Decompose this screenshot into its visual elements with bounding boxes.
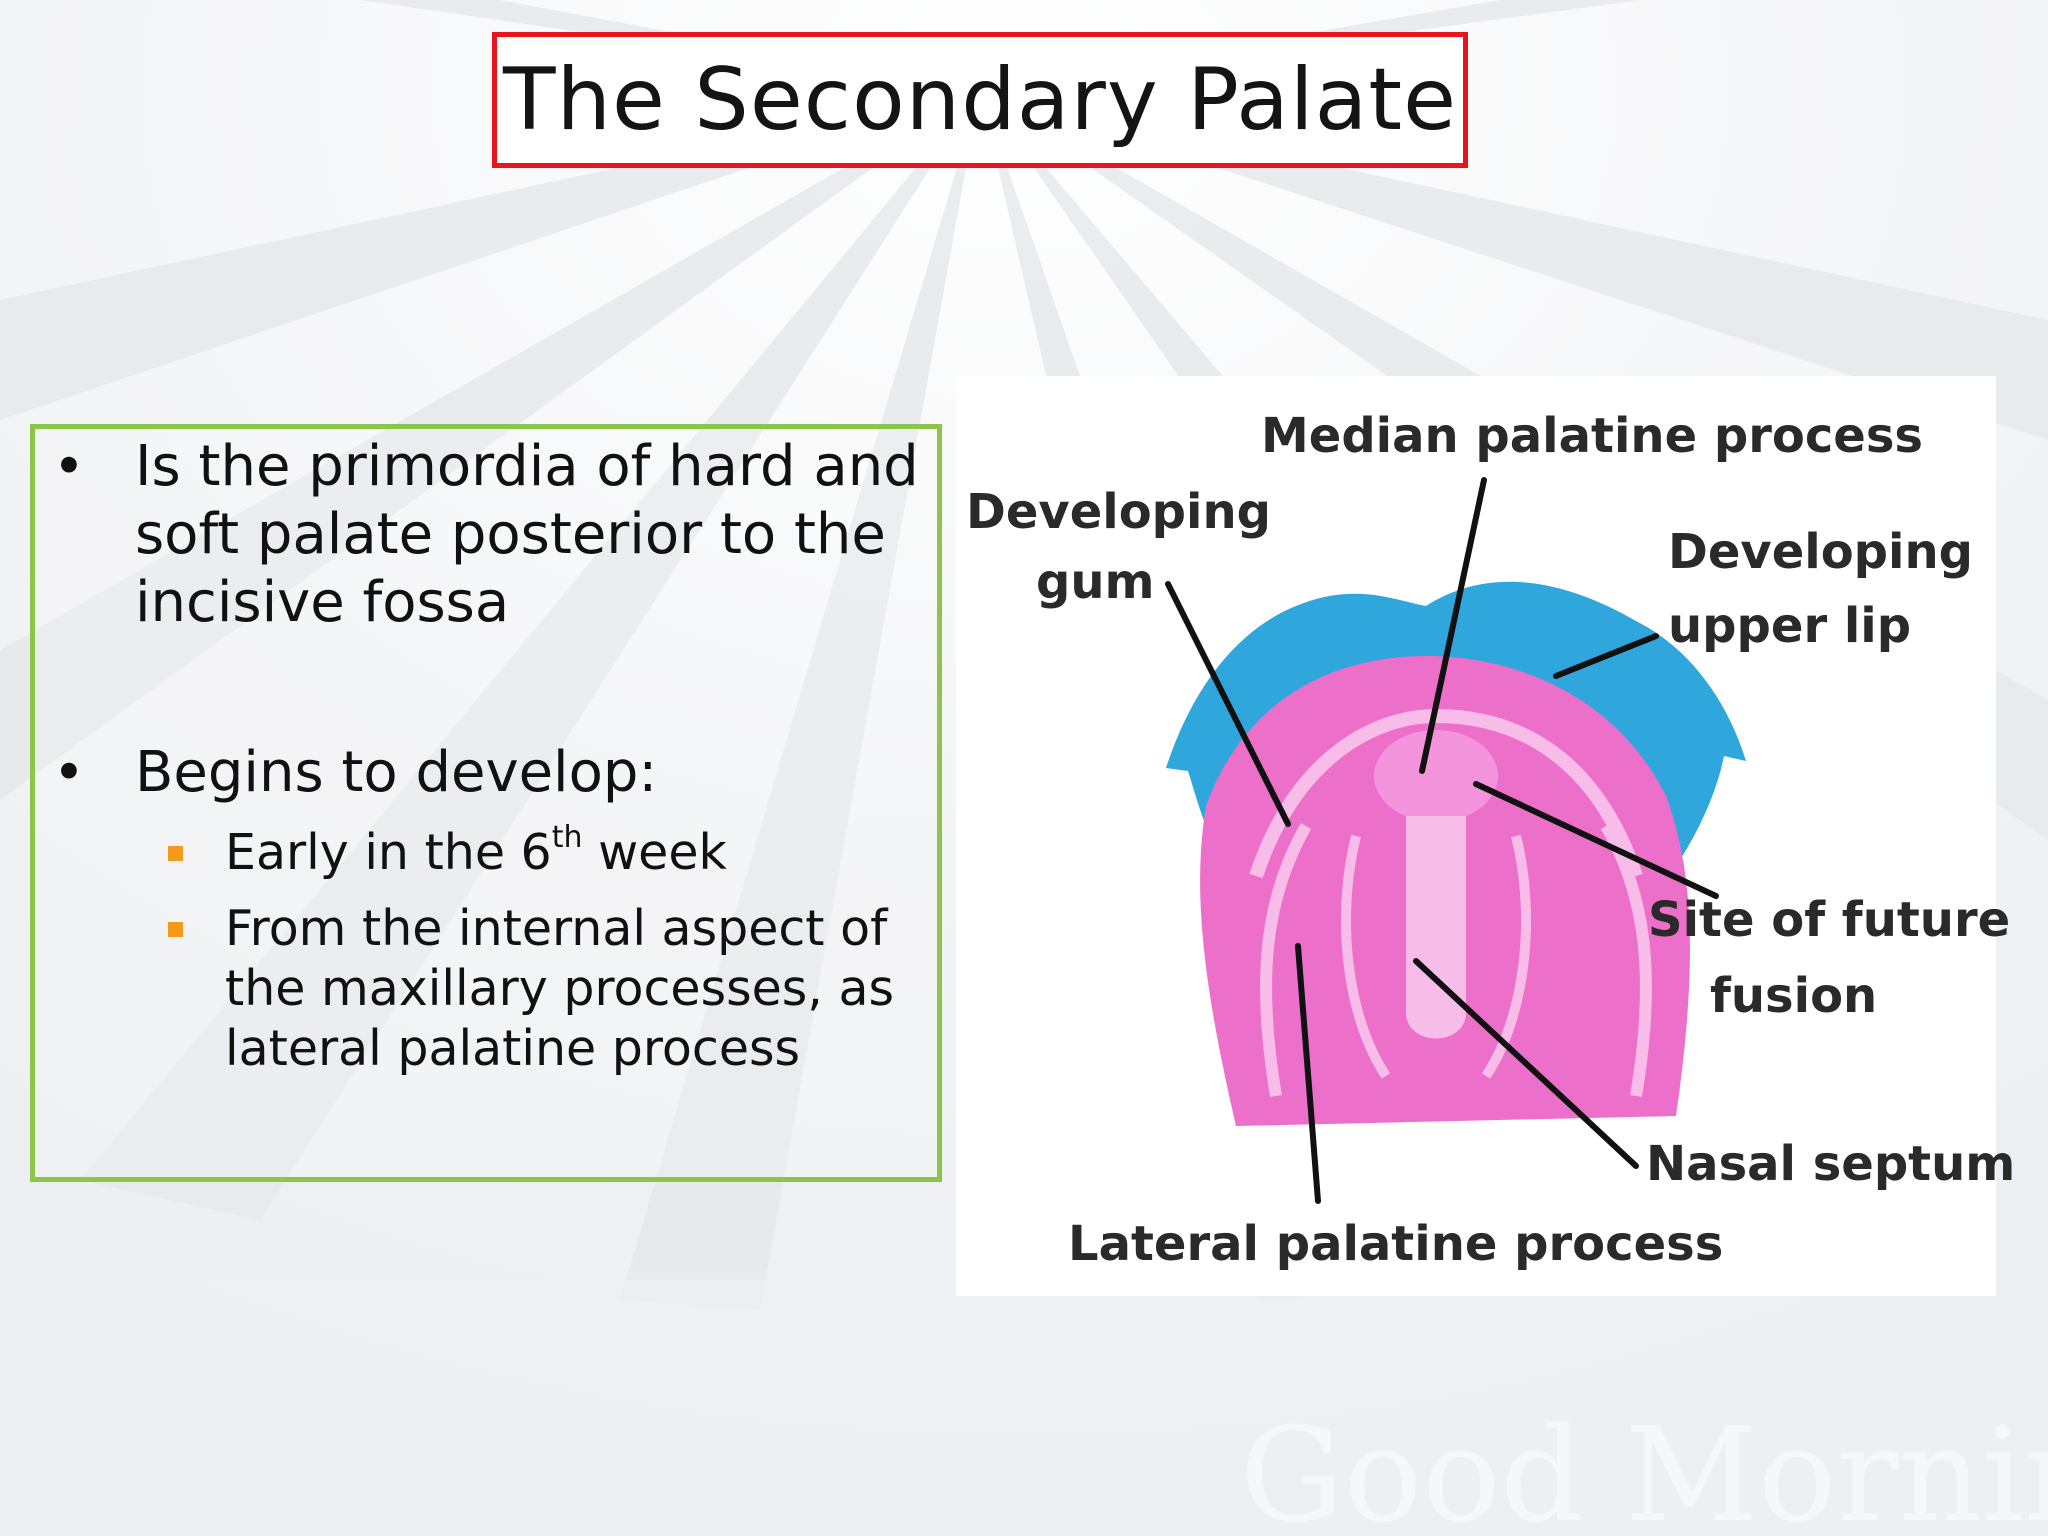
sub-bullet-origin: From the internal aspect of the maxillar… bbox=[225, 900, 895, 1077]
label-nasal-septum: Nasal septum bbox=[1646, 1136, 2016, 1192]
bullet-begins: Begins to develop: bbox=[135, 740, 658, 805]
slide-title: The Secondary Palate bbox=[503, 50, 1457, 150]
label-lateral-palatine: Lateral palatine process bbox=[1068, 1216, 1724, 1272]
label-fusion-line2: fusion bbox=[1710, 968, 1878, 1024]
sub-bullet-marker bbox=[168, 846, 183, 861]
watermark-text: Good Morning! bbox=[1240, 1399, 2048, 1536]
title-box: The Secondary Palate bbox=[492, 32, 1468, 168]
label-fusion-line1: Site of future bbox=[1648, 892, 2011, 948]
label-upper-lip-line1: Developing bbox=[1668, 524, 1974, 580]
sub-bullet-marker bbox=[168, 922, 183, 937]
bullet-primordia: Is the primordia of hard and soft palate… bbox=[135, 434, 919, 635]
bullet-marker: • bbox=[53, 435, 85, 498]
content-box: • Is the primordia of hard and soft pala… bbox=[30, 424, 942, 1182]
palate-illustration bbox=[1165, 477, 1746, 1204]
palate-diagram: Median palatine process Developing gum D… bbox=[956, 376, 2015, 1296]
sub-bullet-week: Early in the 6th week bbox=[225, 820, 727, 882]
label-median-palatine: Median palatine process bbox=[1261, 408, 1923, 464]
label-developing-gum-line2: gum bbox=[1036, 554, 1155, 610]
label-developing-gum-line1: Developing bbox=[966, 484, 1272, 540]
label-upper-lip-line2: upper lip bbox=[1668, 598, 1912, 654]
bullet-marker: • bbox=[53, 741, 85, 804]
